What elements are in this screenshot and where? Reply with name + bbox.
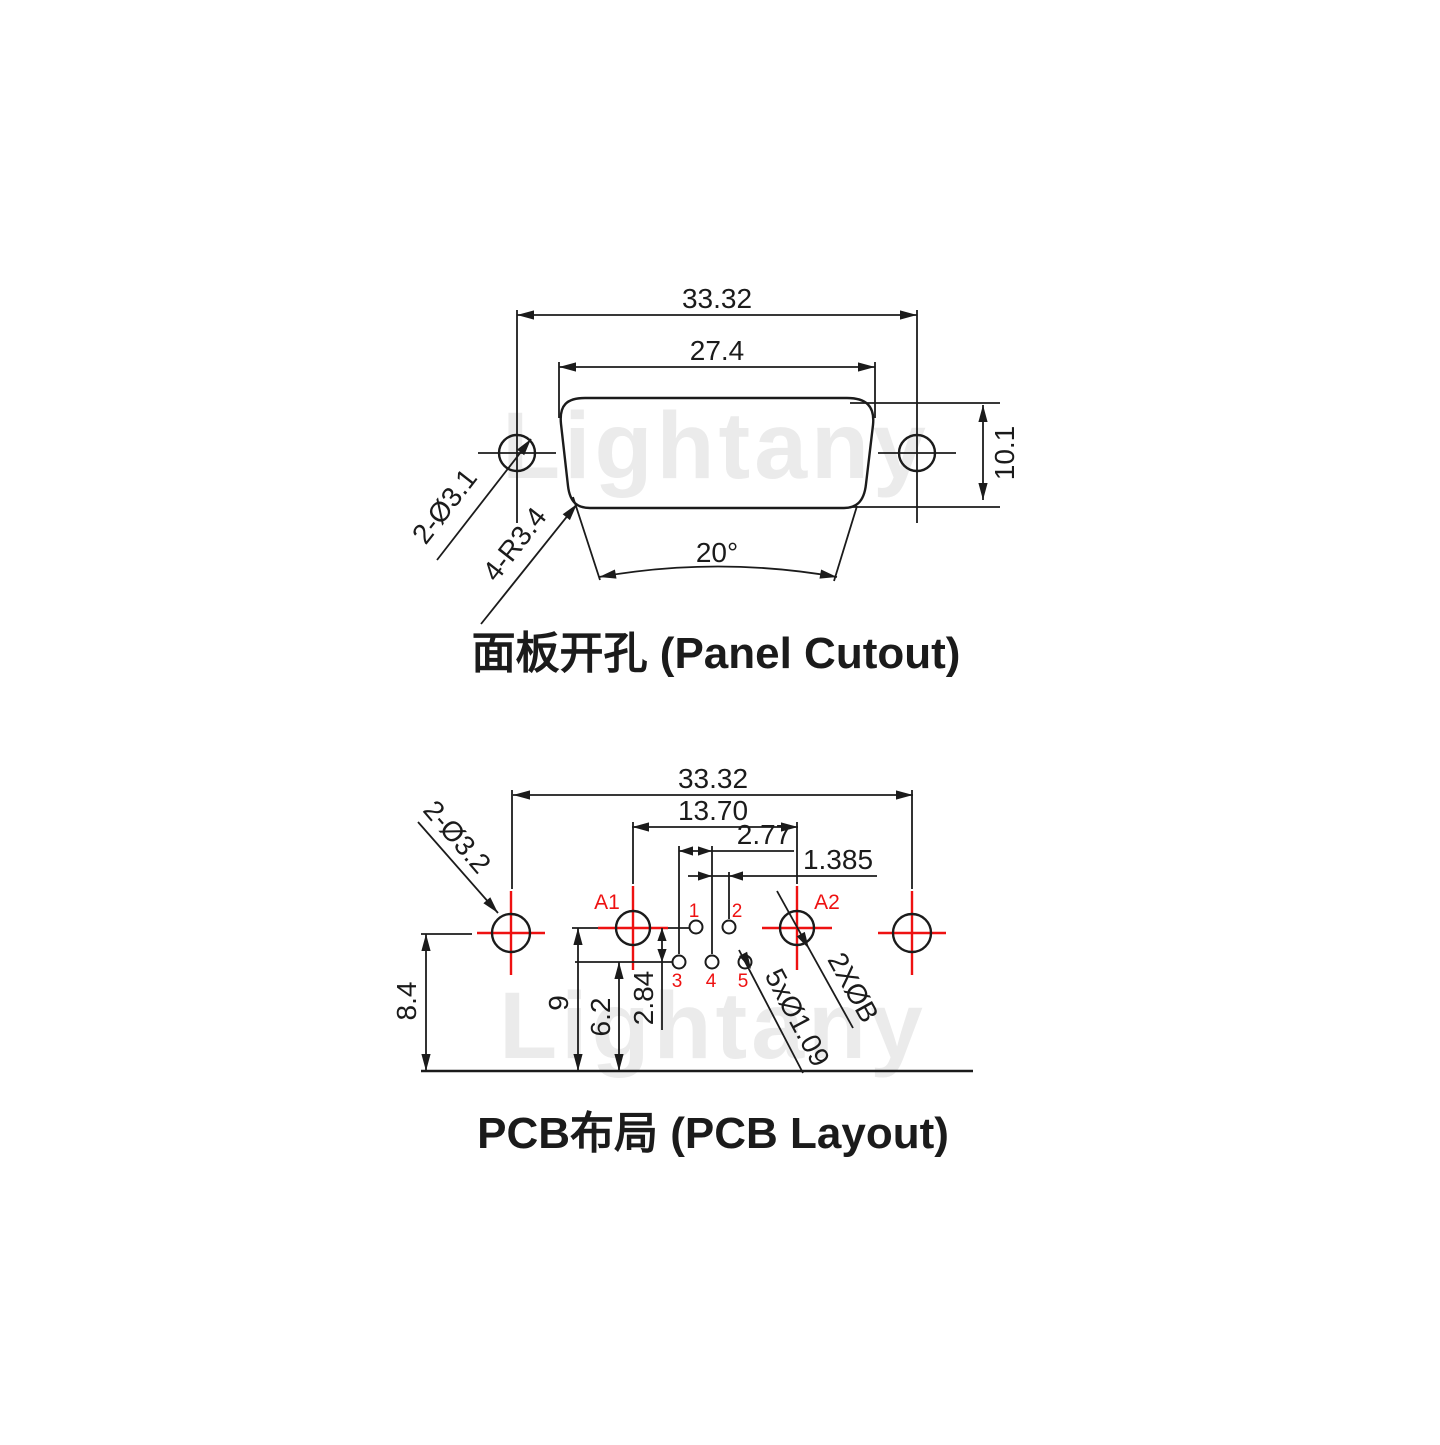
dim-arrowhead [421,934,431,951]
pcb-mount-hole-right [891,912,933,954]
pcb-pin-4 [704,954,720,970]
dim-arrowhead [900,310,917,320]
dim-arrowhead [739,951,751,969]
pcb-leader-coax-pins [776,890,854,1029]
dim-arrowhead [573,1054,583,1071]
panel-dim-mount-span: 33.32 [682,283,752,314]
pcb-dim-row-gap: 2.84 [628,971,659,1026]
pcb-pin-3 [671,954,687,970]
pcb-label-a1: A1 [594,891,620,914]
panel-caption: 面板开孔 (Panel Cutout) [472,629,961,678]
pcb-pin-label-3: 3 [672,971,683,992]
dim-arrowhead [632,822,649,832]
dim-arrowhead [978,405,988,422]
panel-mount-hole-left [497,433,537,473]
dim-arrowhead [614,962,624,979]
pcb-dim-mount-to-edge: 8.4 [391,982,422,1021]
pcb-pin-label-4: 4 [706,971,717,992]
panel-angle-arc [598,565,838,578]
pcb-pin-2 [721,919,737,935]
dim-arrowhead [698,846,712,856]
pcb-pin-label-5: 5 [738,971,749,992]
dimension-line [833,505,858,582]
dim-arrowhead [657,928,667,941]
dim-arrowhead [698,871,712,881]
pcb-label-a2: A2 [814,891,840,914]
panel-dim-flange-angle: 20° [696,537,738,568]
pcb-pin-1 [688,919,704,935]
dim-arrowhead [516,439,531,456]
panel-dim-cutout-height: 10.1 [989,426,1020,481]
dim-arrowhead [858,362,875,372]
dim-arrowhead [513,790,530,800]
dim-arrowhead [896,790,913,800]
pcb-dim-row-offset: 1.385 [803,844,873,875]
watermark-panel: Lightany [502,393,930,499]
dim-arrowhead [978,483,988,500]
dim-arrowhead [599,569,617,579]
dim-arrowhead [573,928,583,945]
panel-leader-corner-radius [480,503,578,625]
dimension-line [572,496,601,581]
pcb-coax-pad-a2 [778,909,816,947]
pcb-dim-coax-to-edge: 9 [543,995,574,1011]
panel-label-corner-radius: 4-R3.4 [476,501,552,586]
pcb-dim-coax-span: 13.70 [678,795,748,826]
dim-arrowhead [483,897,498,913]
panel-label-mount-holes: 2-Ø3.1 [406,463,483,550]
dim-arrowhead [796,931,809,949]
dim-arrowhead [517,310,534,320]
pcb-pin-label-2: 2 [732,901,743,922]
dim-arrowhead [559,362,576,372]
pcb-leader-mount-holes [417,821,499,914]
panel-dim-cutout-width: 27.4 [690,335,745,366]
pcb-caption: PCB布局 (PCB Layout) [477,1109,949,1158]
dim-arrowhead [729,871,743,881]
pcb-leader-signal-pins [738,949,804,1074]
dim-arrowhead [819,569,837,579]
pcb-pin-label-1: 1 [689,901,700,922]
dim-arrowhead [614,1054,624,1071]
pcb-dim-row2-to-edge: 6.2 [585,998,616,1037]
dim-arrowhead [421,1054,431,1071]
pcb-mount-hole-left [490,912,532,954]
pcb-dim-pin-pitch: 2.77 [737,819,792,850]
dim-arrowhead [562,504,577,521]
dim-arrowhead [657,949,667,962]
panel-mount-hole-right [897,433,937,473]
dim-arrowhead [679,846,693,856]
pcb-dim-mount-span: 33.32 [678,763,748,794]
panel-cutout-outline [559,396,875,510]
panel-leader-mount-holes [436,438,532,561]
pcb-coax-pad-a1 [614,909,652,947]
dim-arrowhead [781,822,798,832]
